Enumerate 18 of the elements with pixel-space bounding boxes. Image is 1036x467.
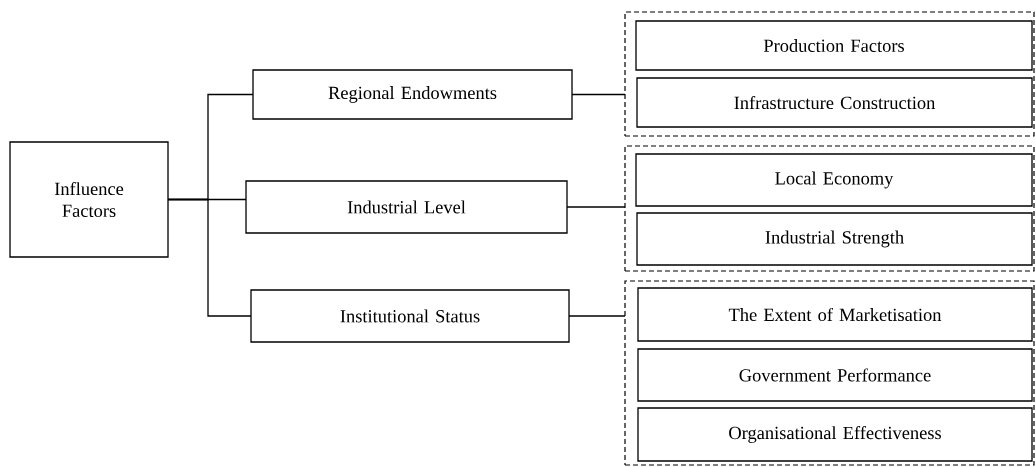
connector-line bbox=[566, 206, 626, 208]
factor-box: The Extent of Marketisation bbox=[637, 287, 1033, 342]
factor-box: Infrastructure Construction bbox=[636, 77, 1033, 128]
factor-box: Influence Factors bbox=[9, 141, 169, 258]
connector-line bbox=[167, 198, 252, 317]
factor-box: Industrial Strength bbox=[636, 212, 1033, 266]
factor-box: Production Factors bbox=[635, 20, 1033, 71]
factor-box: Organisational Effectiveness bbox=[637, 407, 1033, 462]
factor-box: Industrial Level bbox=[245, 180, 568, 234]
connector-line bbox=[568, 315, 626, 317]
factor-box: Government Performance bbox=[637, 348, 1033, 402]
factor-box: Institutional Status bbox=[250, 289, 570, 343]
connector-line bbox=[571, 93, 626, 96]
group-frame bbox=[624, 145, 1035, 272]
factor-box: Regional Endowments bbox=[252, 69, 573, 120]
group-frame bbox=[624, 11, 1035, 137]
group-frame bbox=[624, 280, 1035, 466]
factor-box: Local Economy bbox=[635, 153, 1033, 207]
